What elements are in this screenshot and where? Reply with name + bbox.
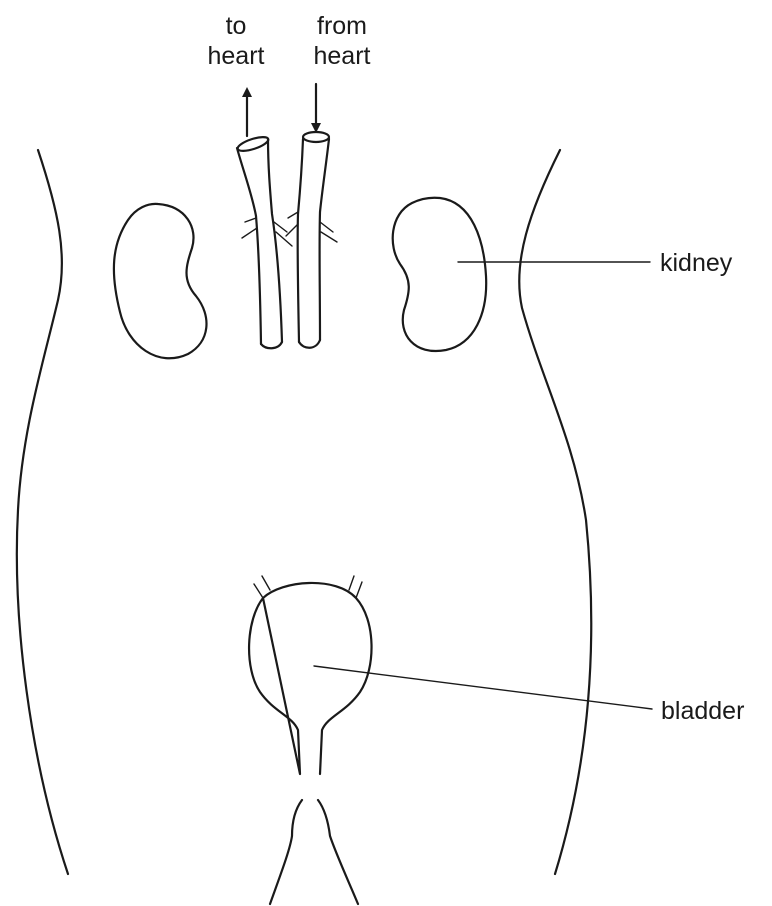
artery-left-wall (298, 139, 303, 342)
label-from-heart-line1: from (317, 12, 367, 40)
vein-left-wall (237, 148, 261, 344)
body-outline-left (17, 150, 68, 874)
label-kidney: kidney (660, 249, 733, 277)
kidney-right (393, 198, 486, 351)
bladder-outline (249, 583, 371, 774)
artery-branch-right (320, 222, 337, 242)
artery-top-opening (303, 132, 329, 142)
vein-branch-left (242, 218, 257, 238)
label-bladder: bladder (661, 697, 744, 725)
label-to-heart-line1: to (226, 12, 247, 40)
bladder-leader-line (314, 666, 652, 709)
artery-right-wall (320, 139, 329, 340)
kidney-left (114, 204, 207, 358)
label-to-heart-line2: heart (208, 42, 265, 70)
vein-bottom (261, 342, 282, 348)
body-outline-right (519, 150, 591, 874)
inner-leg-outline (270, 800, 358, 904)
artery-branch-left (286, 212, 298, 236)
artery-bottom (299, 340, 320, 348)
vein-top-opening (236, 134, 270, 153)
label-from-heart-line2: heart (314, 42, 371, 70)
vein-right-wall (268, 139, 282, 342)
